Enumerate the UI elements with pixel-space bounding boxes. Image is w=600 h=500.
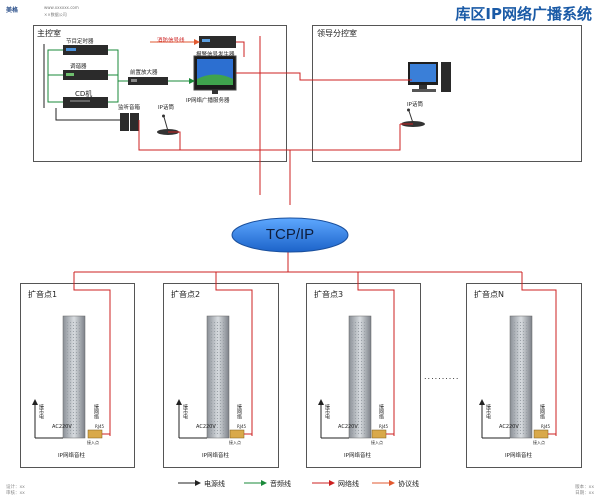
zone-1-ac-label: AC220V xyxy=(52,424,72,430)
zone-label-3: 扩音点3 xyxy=(314,290,344,299)
zone-1-box-label: 接入点 xyxy=(87,440,99,445)
amplifier-device xyxy=(128,77,168,85)
main-room-label: 主控室 xyxy=(37,29,61,38)
tcpip-label: TCP/IP xyxy=(265,226,315,243)
company-url: www.xxxxxx.com xyxy=(44,5,79,10)
cd-label: CD机 xyxy=(75,90,93,98)
zone-2-ac-label: AC220V xyxy=(196,424,216,430)
zone-label-1: 扩音点1 xyxy=(28,290,58,299)
monitor-speaker-device xyxy=(120,113,139,131)
zone-3-devices xyxy=(318,315,394,439)
zone-3-rj45-label: RJ45 xyxy=(379,424,389,429)
zone-3-ac-label: AC220V xyxy=(338,424,358,430)
zone-n-ac-label: AC220V xyxy=(499,424,519,430)
zone-2-power-label: 接市电 xyxy=(182,404,188,419)
company-logo: 美格 xyxy=(6,7,19,14)
zone-label-n: 扩音点N xyxy=(474,290,504,299)
zone-2-speaker-label: IP网络音柱 xyxy=(202,453,229,459)
monitor-speaker-label: 监听音箱 xyxy=(118,105,141,111)
zone-2-rj45-label: RJ45 xyxy=(237,424,247,429)
zone-3-speaker-label: IP网络音柱 xyxy=(344,453,371,459)
cd-player-device xyxy=(63,97,108,108)
tuner-label: 调谐器 xyxy=(70,64,87,70)
ip-mic-main-label: IP话筒 xyxy=(158,105,174,111)
timer-label: 节目定时器 xyxy=(66,39,94,45)
zone-n-power-label: 接市电 xyxy=(485,404,491,419)
zone-1-speaker-label: IP网络音柱 xyxy=(58,453,85,459)
zone-3-box-label: 接入点 xyxy=(371,440,383,445)
zone-n-speaker-label: IP网络音柱 xyxy=(505,453,532,459)
zone-1-net-label: 接网络 xyxy=(93,404,99,419)
zone-1-devices xyxy=(32,315,110,439)
zone-1-power-label: 接市电 xyxy=(38,404,44,419)
footer-right-line2: 日期：xx xyxy=(575,491,594,496)
amplifier-label: 前置放大器 xyxy=(130,70,158,76)
timer-device xyxy=(63,45,108,55)
zone-n-box-label: 接入点 xyxy=(533,440,545,445)
server-monitor-device xyxy=(193,55,237,94)
alarm-generator-device xyxy=(199,36,236,48)
zone-1-rj45-label: RJ45 xyxy=(95,424,105,429)
legend-network-label: 网络线 xyxy=(338,480,359,488)
company-name: ××数据公司 xyxy=(44,12,67,17)
sub-room-label: 领导分控室 xyxy=(317,29,357,38)
legend-protocol-label: 协议线 xyxy=(398,480,419,488)
ip-mic-sub-label: IP话筒 xyxy=(407,102,423,108)
legend-audio-label: 音频线 xyxy=(270,480,291,488)
alarm-generator-label: 报警信号发生器 xyxy=(196,52,235,58)
zone-label-2: 扩音点2 xyxy=(171,290,201,299)
footer-left-line2: 审核：xx xyxy=(6,491,25,496)
power-lines-main xyxy=(43,44,120,121)
zone-n-devices xyxy=(479,315,556,439)
zone-3-power-label: 接市电 xyxy=(324,404,330,419)
page-title: 库区IP网络广播系统 xyxy=(455,5,592,23)
zone-2-box-label: 接入点 xyxy=(229,440,241,445)
sub-control-room xyxy=(312,25,582,162)
legend-power-label: 电源线 xyxy=(204,480,225,488)
zone-n-net-label: 接网络 xyxy=(539,404,545,419)
audio-lines xyxy=(47,49,195,103)
zone-2-devices xyxy=(176,315,252,439)
fire-signal-label: 消防信号线 xyxy=(157,38,185,44)
zone-n-rj45-label: RJ45 xyxy=(541,424,551,429)
zones-ellipsis: .......... xyxy=(424,372,460,381)
zone-3-net-label: 接网络 xyxy=(378,404,384,419)
footer-left-line1: 设计：xx xyxy=(6,485,25,490)
zone-2-net-label: 接网络 xyxy=(236,404,242,419)
server-label: IP网络广播服务器 xyxy=(186,98,230,104)
tcpip-network-cloud xyxy=(231,217,349,253)
footer-right-line1: 版本：xx xyxy=(575,485,594,490)
workstation-computer xyxy=(408,62,451,92)
network-lines xyxy=(73,36,557,436)
tuner-device xyxy=(63,70,108,80)
